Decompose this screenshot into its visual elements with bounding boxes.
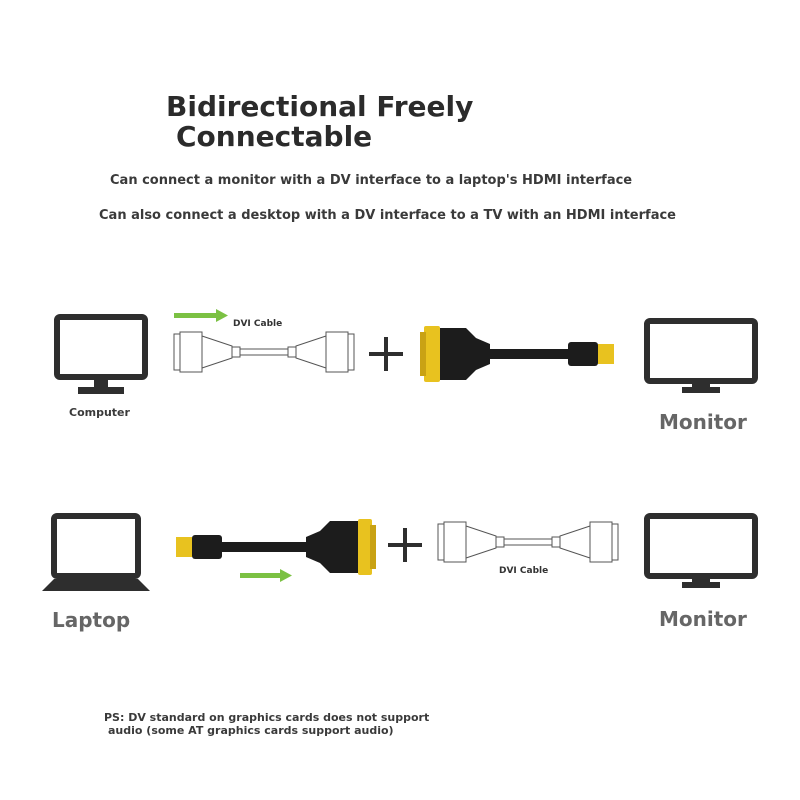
direction-arrow-icon	[174, 309, 228, 322]
monitor-icon	[644, 318, 758, 393]
hdmi-dvi-adapter-icon	[176, 519, 376, 575]
plus-icon	[369, 337, 403, 371]
title-line-2: Connectable	[176, 120, 373, 153]
dvi-cable-icon	[437, 521, 619, 563]
computer-label: Computer	[69, 406, 130, 419]
title-line-1: Bidirectional Freely	[166, 90, 474, 123]
footnote-line-2: audio (some AT graphics cards support au…	[108, 724, 394, 737]
dvi-cable-label-2: DVI Cable	[499, 566, 549, 576]
monitor-icon	[644, 513, 758, 588]
subtitle-1: Can connect a monitor with a DV interfac…	[110, 173, 633, 188]
laptop-label: Laptop	[52, 608, 131, 632]
footnote-line-1: PS: DV standard on graphics cards does n…	[104, 711, 430, 724]
dvi-hdmi-adapter-icon	[420, 326, 614, 382]
laptop-icon	[42, 513, 150, 591]
dvi-cable-label-1: DVI Cable	[233, 319, 283, 329]
monitor-label-1: Monitor	[659, 410, 747, 434]
dvi-cable-icon	[173, 331, 355, 373]
desktop-monitor-icon	[54, 314, 148, 394]
page-title: Bidirectional Freely Connectable	[166, 92, 473, 152]
footnote: PS: DV standard on graphics cards does n…	[104, 711, 429, 737]
plus-icon	[388, 528, 422, 562]
monitor-label-2: Monitor	[659, 607, 747, 631]
subtitle-2: Can also connect a desktop with a DV int…	[99, 208, 676, 223]
direction-arrow-icon	[240, 569, 292, 582]
